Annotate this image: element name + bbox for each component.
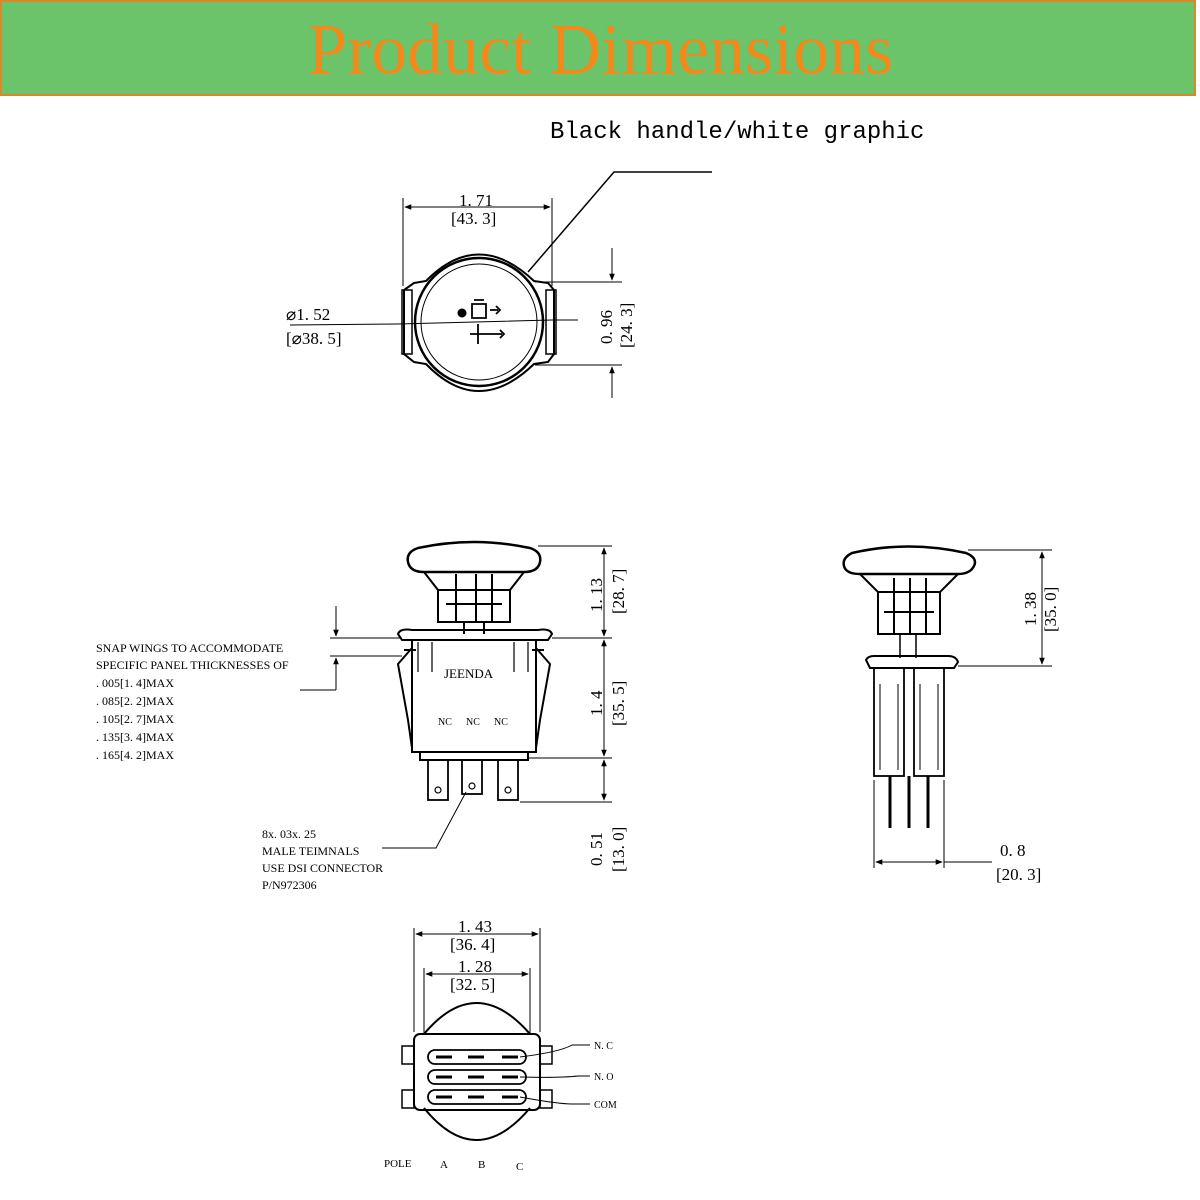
page-title: Product Dimensions — [307, 9, 893, 89]
svg-text:. 105[2. 7]MAX: . 105[2. 7]MAX — [96, 712, 174, 726]
callout-leader — [527, 171, 712, 273]
bottom-view-dimensions — [413, 928, 590, 1105]
side-view-dimensions — [873, 549, 1052, 868]
bottom-view — [401, 1002, 553, 1141]
front-view-dimensions — [300, 545, 612, 849]
terminal-note: 8x. 03x. 25 MALE TEIMNALS USE DSI CONNEC… — [262, 827, 383, 892]
terminal-c — [497, 759, 519, 801]
operator-graphic-icon — [470, 299, 506, 344]
left-snap-tab — [401, 289, 413, 355]
front-left-snap-wing — [396, 647, 416, 749]
top-width-mm: [43. 3] — [451, 209, 496, 228]
top-width-in: 1. 71 — [459, 191, 493, 210]
pole-label: POLE — [384, 1158, 412, 1170]
front-knob-cap — [406, 540, 542, 574]
graphic-dot-icon — [457, 308, 467, 318]
bottom-outer-mm: [36. 4] — [450, 935, 495, 954]
terminal-b — [461, 759, 483, 795]
bottom-inner-in: 1. 28 — [458, 957, 492, 976]
front-handle-mm: [28. 7] — [609, 569, 628, 614]
pole-col-b: B — [478, 1159, 485, 1171]
header-banner — [0, 0, 1196, 96]
right-snap-tab — [545, 289, 557, 355]
svg-text:. 165[4. 2]MAX: . 165[4. 2]MAX — [96, 748, 174, 762]
top-view-dimensions — [289, 198, 622, 398]
svg-text:USE DSI CONNECTOR: USE DSI CONNECTOR — [262, 861, 383, 875]
front-nc-2: NC — [466, 717, 480, 728]
row-label-com: COM — [594, 1100, 617, 1111]
terminal-a — [427, 759, 449, 801]
front-brand-label: JEENDA — [444, 666, 494, 681]
snap-wings-note: SNAP WINGS TO ACCOMMODATE SPECIFIC PANEL… — [96, 641, 289, 762]
knob-face — [413, 256, 545, 388]
front-body-in: 1. 4 — [587, 690, 606, 716]
row-label-no: N. O — [594, 1072, 613, 1083]
top-view-housing — [403, 253, 555, 392]
front-nc-3: NC — [494, 717, 508, 728]
row-com-slot — [427, 1089, 527, 1105]
svg-text:. 135[3. 4]MAX: . 135[3. 4]MAX — [96, 730, 174, 744]
knob-inner — [420, 263, 538, 381]
front-stem-shaft — [463, 622, 485, 634]
bottom-inner-mm: [32. 5] — [450, 975, 495, 994]
row-label-nc: N. C — [594, 1041, 613, 1052]
front-body-mm: [35. 5] — [609, 681, 628, 726]
bottom-outer-in: 1. 43 — [458, 917, 492, 936]
front-terminal-in: 0. 51 — [587, 832, 606, 866]
side-body-left — [873, 667, 905, 777]
row-nc-slot — [427, 1049, 527, 1065]
front-handle-in: 1. 13 — [587, 578, 606, 612]
bottom-round-outline — [423, 1002, 531, 1141]
side-knob-stem — [859, 573, 959, 635]
pole-col-c: C — [516, 1161, 523, 1173]
front-base — [419, 751, 529, 761]
svg-text:P/N972306: P/N972306 — [262, 878, 317, 892]
top-dia-in: ⌀1. 52 — [286, 305, 330, 324]
front-nc-1: NC — [438, 717, 452, 728]
front-flange — [396, 628, 554, 641]
front-right-snap-wing — [532, 647, 552, 749]
top-height-in: 0. 96 — [597, 310, 616, 344]
side-height-in: 1. 38 — [1021, 592, 1040, 626]
side-depth-mm: [20. 3] — [996, 865, 1041, 884]
svg-text:MALE TEIMNALS: MALE TEIMNALS — [262, 844, 359, 858]
top-height-mm: [24. 3] — [617, 303, 636, 348]
side-height-mm: [35. 0] — [1041, 587, 1060, 632]
callout-handle-label: Black handle/white graphic — [550, 119, 924, 146]
side-view — [842, 545, 977, 828]
front-view — [396, 540, 554, 801]
front-knob-stem — [423, 571, 525, 623]
svg-text:SNAP WINGS TO ACCOMMODATE: SNAP WINGS TO ACCOMMODATE — [96, 641, 283, 655]
svg-text:SPECIFIC PANEL THICKNESSES OF: SPECIFIC PANEL THICKNESSES OF — [96, 658, 289, 672]
top-dia-mm: [⌀38. 5] — [286, 329, 342, 348]
front-terminal-mm: [13. 0] — [609, 827, 628, 872]
side-depth-in: 0. 8 — [1000, 841, 1026, 860]
svg-text:. 085[2. 2]MAX: . 085[2. 2]MAX — [96, 694, 174, 708]
bottom-body — [413, 1033, 541, 1111]
side-body-right — [913, 667, 945, 777]
pole-col-a: A — [440, 1159, 448, 1171]
top-view — [401, 253, 557, 392]
front-body — [411, 639, 537, 753]
side-flange — [864, 655, 960, 669]
side-knob-cap — [842, 545, 977, 576]
svg-text:. 005[1. 4]MAX: . 005[1. 4]MAX — [96, 676, 174, 690]
svg-text:8x. 03x. 25: 8x. 03x. 25 — [262, 827, 316, 841]
